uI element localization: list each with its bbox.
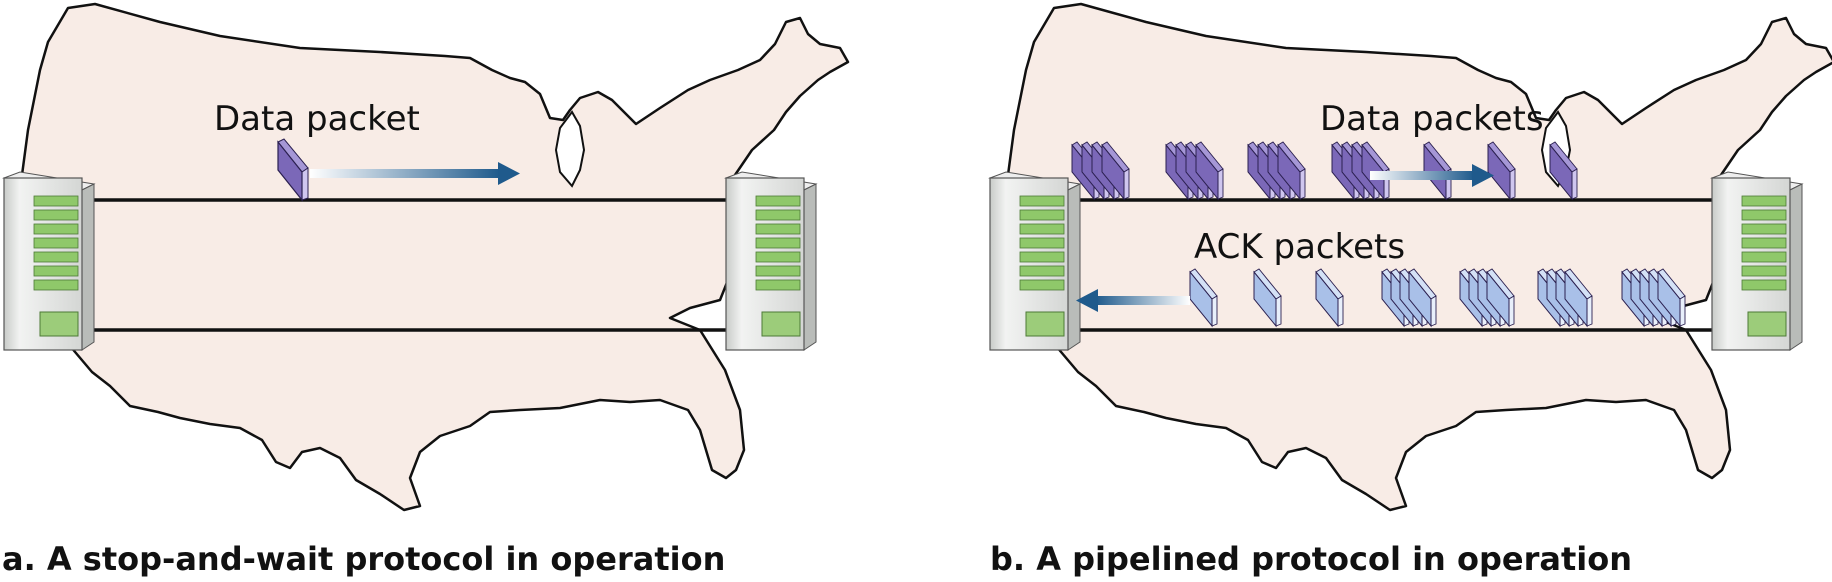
lake-michigan-outline	[554, 110, 586, 188]
ack-packet	[1315, 268, 1344, 328]
us-map-outline	[1002, 2, 1832, 512]
server-icon	[1710, 171, 1804, 351]
server-icon	[988, 171, 1082, 351]
data-packet-stream	[1071, 141, 1578, 201]
caption-b: b. A pipelined protocol in operation	[990, 540, 1632, 578]
ack-packet	[1564, 268, 1593, 328]
panel-b: Data packets ACK packets b. A pipelined …	[988, 2, 1832, 578]
data-packet	[1277, 141, 1306, 201]
ack-packet-stream	[1189, 268, 1686, 328]
data-packet-label: Data packet	[214, 99, 420, 139]
arrow-right-icon	[1370, 164, 1494, 187]
data-packet	[1195, 141, 1224, 201]
data-packet	[277, 138, 309, 202]
panel-a: Data packet a. A stop-and-wait protocol …	[2, 2, 850, 578]
ack-packets-label: ACK packets	[1194, 227, 1405, 267]
server-icon	[724, 171, 818, 351]
data-packets-label: Data packets	[1320, 99, 1544, 139]
data-packet	[1549, 141, 1578, 201]
caption-a: a. A stop-and-wait protocol in operation	[2, 540, 725, 578]
ack-packet	[1253, 268, 1282, 328]
us-map-outline	[16, 2, 850, 512]
arrow-right-icon	[310, 162, 520, 185]
ack-packet	[1189, 268, 1218, 328]
ack-packet	[1486, 268, 1515, 328]
server-icon	[2, 171, 96, 351]
ack-packet	[1657, 268, 1686, 328]
data-packet	[1101, 141, 1130, 201]
ack-packet	[1408, 268, 1437, 328]
data-packet	[1487, 141, 1516, 201]
arrow-left-icon	[1076, 289, 1190, 312]
